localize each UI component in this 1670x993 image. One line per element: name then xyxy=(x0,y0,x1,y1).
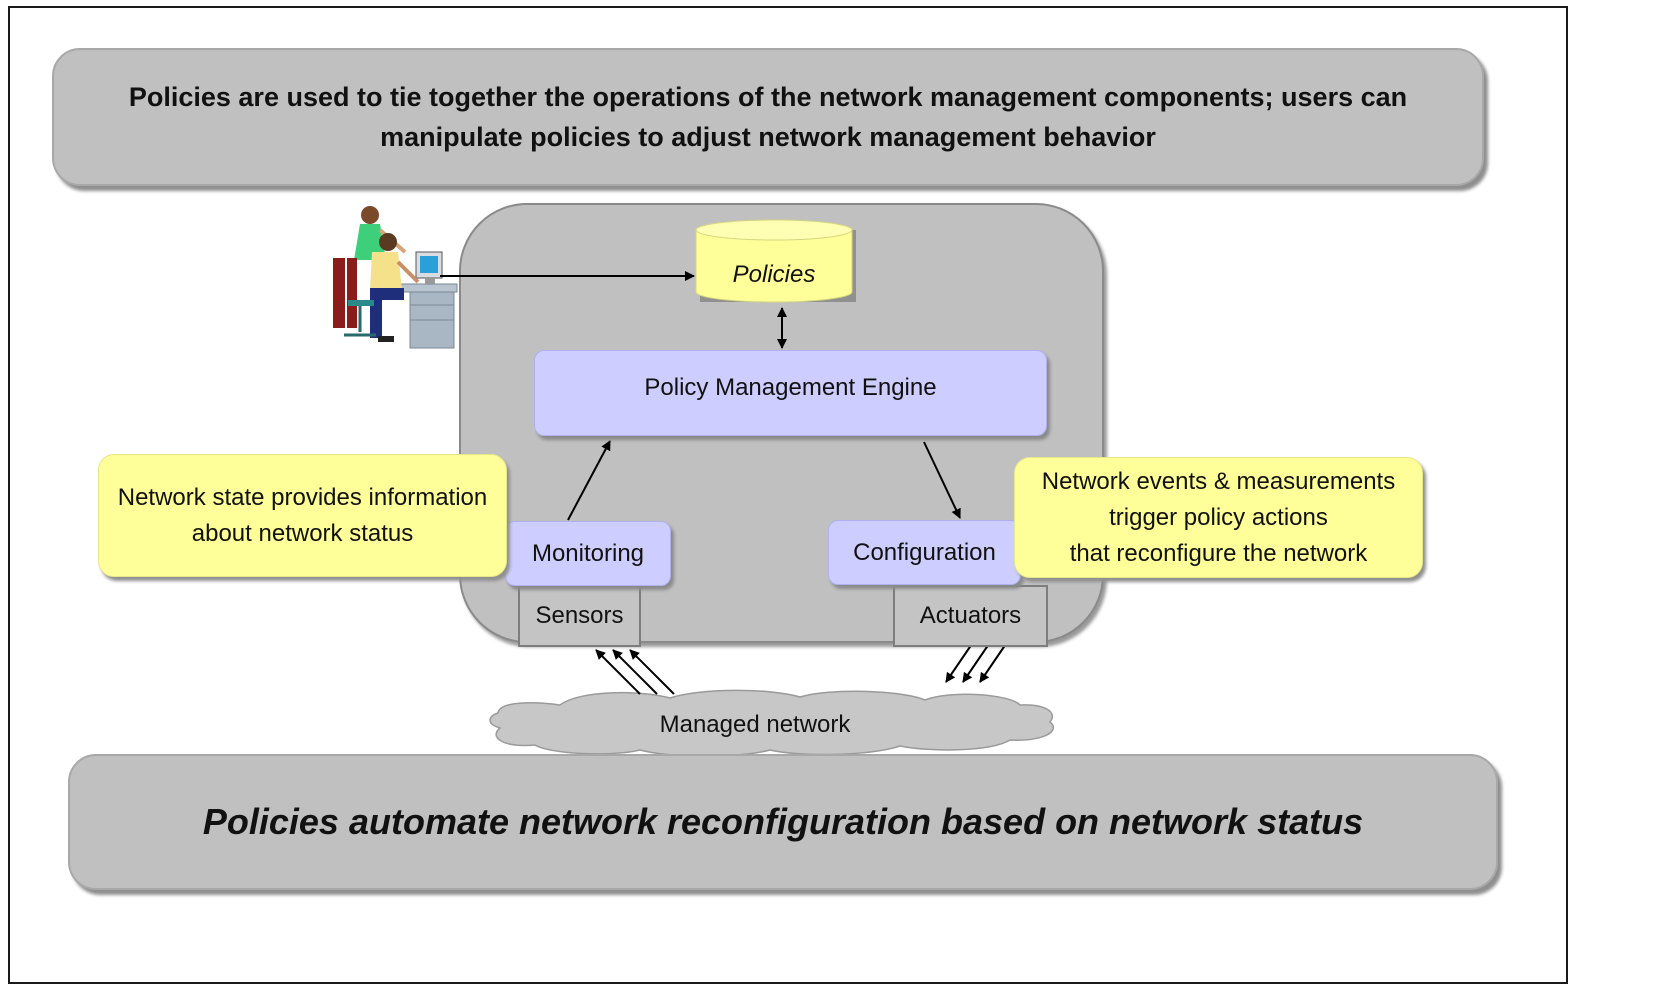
bottom-banner: Policies automate network reconfiguratio… xyxy=(68,754,1498,890)
engine-label: Policy Management Engine xyxy=(644,374,937,401)
policies-database-icon xyxy=(695,219,856,303)
network-to-sensors-arrow xyxy=(629,649,675,695)
actuators-label: Actuators xyxy=(919,602,1022,629)
top-banner-line-2: manipulate policies to adjust network ma… xyxy=(380,122,1156,152)
engine-to-configuration-arrow xyxy=(923,441,961,519)
sensors-label: Sensors xyxy=(535,602,624,629)
sensors-box: Sensors xyxy=(518,585,641,647)
managed-network-cloud xyxy=(489,689,1054,757)
network-state-note: Network state provides information about… xyxy=(98,454,507,577)
top-banner-line-1: Policies are used to tie together the op… xyxy=(128,82,1408,112)
users-at-computer-icon xyxy=(333,206,458,349)
note-right-line-2: trigger policy actions xyxy=(1109,503,1328,531)
policy-management-engine: Policy Management Engine xyxy=(534,350,1047,436)
network-to-sensors-arrow xyxy=(595,649,641,695)
note-left-line-1: Network state provides information xyxy=(117,483,488,511)
monitoring-label: Monitoring xyxy=(531,539,645,567)
bottom-banner-text: Policies automate network reconfiguratio… xyxy=(202,801,1364,842)
configuration-box: Configuration xyxy=(828,520,1021,585)
monitoring-box: Monitoring xyxy=(505,521,671,586)
note-left-line-2: about network status xyxy=(191,519,414,547)
monitoring-to-engine-arrow xyxy=(567,440,611,521)
configuration-label: Configuration xyxy=(853,538,996,566)
policies-database-label: Policies xyxy=(732,261,816,288)
network-events-note: Network events & measurements trigger po… xyxy=(1014,457,1423,578)
note-right-line-1: Network events & measurements xyxy=(1041,467,1396,495)
top-banner: Policies are used to tie together the op… xyxy=(52,48,1484,186)
actuators-box: Actuators xyxy=(893,585,1048,647)
managed-network-label: Managed network xyxy=(659,711,851,738)
network-to-sensors-arrow xyxy=(612,649,658,695)
note-right-line-3: that reconfigure the network xyxy=(1069,539,1368,567)
